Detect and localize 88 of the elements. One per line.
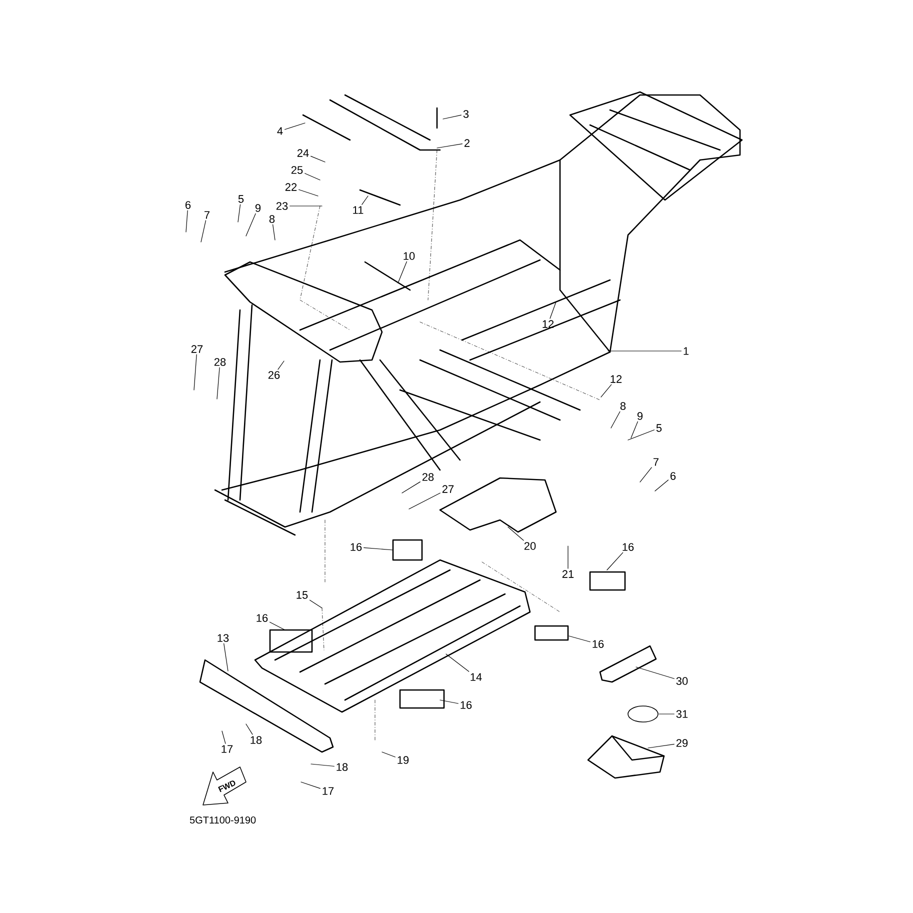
callout-number: 8 (269, 215, 275, 223)
leader-line (640, 467, 652, 482)
leader-line (610, 411, 620, 428)
callout-number: 21 (562, 570, 574, 578)
arrow-label: FWD (218, 780, 236, 792)
leader-line (310, 156, 326, 162)
leader-line (442, 114, 462, 120)
leader-line (402, 482, 420, 494)
leader-line (310, 600, 322, 608)
callout-number: 9 (255, 204, 261, 212)
callout-number: 20 (524, 542, 536, 550)
callout-number: 9 (637, 412, 643, 420)
leader-line (648, 744, 674, 748)
leader-line (628, 430, 655, 440)
callout-number: 7 (654, 458, 659, 466)
callout-number: 23 (276, 202, 288, 210)
callout-number: 28 (422, 473, 434, 481)
leader-line (216, 367, 220, 400)
callout-number: 18 (250, 736, 262, 744)
leader-line (606, 552, 624, 570)
leader-line (186, 210, 188, 232)
callout-number: 16 (622, 543, 634, 551)
leader-line (224, 643, 228, 672)
leader-line (440, 700, 458, 704)
callout-number: 12 (610, 375, 622, 383)
callout-number: 29 (676, 739, 688, 747)
callout-number: 26 (268, 371, 280, 379)
leader-line (654, 480, 669, 492)
leader-line (436, 144, 463, 148)
callout-number: 3 (463, 110, 469, 118)
callout-number: 8 (620, 402, 626, 410)
callout-number: 27 (442, 485, 454, 493)
callout-number: 4 (277, 127, 283, 135)
leader-line (194, 354, 197, 390)
callout-number: 15 (296, 591, 308, 599)
callout-number: 28 (214, 358, 226, 366)
callout-number: 5 (238, 195, 244, 203)
callout-number: 5 (656, 424, 662, 432)
leader-line (284, 122, 306, 130)
leader-line (200, 220, 206, 242)
callout-number: 16 (592, 640, 604, 648)
callout-number: 13 (218, 634, 229, 642)
leader-line (550, 302, 556, 319)
callout-number: 6 (186, 201, 191, 209)
callout-number: 6 (670, 472, 676, 480)
callout-number: 24 (297, 149, 309, 157)
callout-number: 17 (322, 787, 334, 795)
leader-line (568, 636, 590, 642)
leader-line (364, 547, 394, 550)
leader-line (398, 261, 408, 284)
callout-number: 14 (470, 673, 482, 681)
leader-line (270, 622, 286, 630)
callout-number: 31 (676, 710, 688, 718)
leader-line (300, 782, 320, 789)
callout-number: 19 (398, 756, 409, 764)
callout-number: 10 (404, 252, 415, 260)
callout-number: 16 (256, 614, 268, 622)
leader-line (272, 224, 276, 240)
callout-number: 16 (350, 543, 362, 551)
leader-line (310, 764, 334, 767)
part-code: 5GT1100-9190 (190, 816, 256, 824)
leader-line (630, 421, 638, 438)
leader-line (246, 724, 253, 735)
leader-line (382, 752, 396, 758)
leader-line (222, 730, 226, 744)
leader-line (600, 384, 612, 398)
callout-number: 27 (191, 345, 203, 353)
callout-number: 22 (285, 183, 297, 191)
leader-line (304, 173, 320, 180)
leader-line (608, 350, 682, 352)
leader-line (246, 213, 256, 236)
callout-number: 30 (676, 677, 688, 685)
callout-number: 16 (460, 701, 472, 709)
leader-line (636, 666, 674, 679)
callout-number: 1 (684, 347, 689, 355)
callout-number: 17 (222, 745, 233, 753)
leader-line (298, 189, 318, 196)
leader-line (408, 492, 440, 510)
callout-number: 18 (336, 763, 348, 771)
leader-line (446, 654, 470, 672)
callout-number: 25 (291, 166, 303, 174)
callout-number: 7 (204, 211, 210, 219)
callout-number: 2 (464, 139, 470, 147)
leader-line (238, 204, 241, 222)
leader-line (362, 196, 368, 205)
leader-line (508, 526, 524, 541)
callout-number: 11 (353, 206, 364, 214)
leader-line (278, 360, 284, 370)
